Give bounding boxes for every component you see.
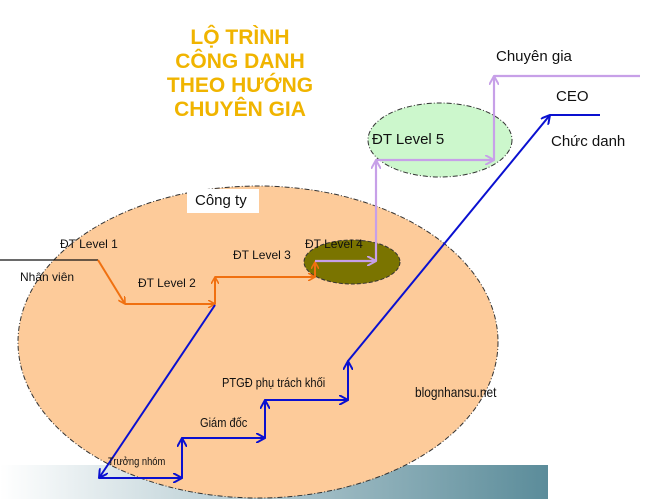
level5-label: ĐT Level 5: [372, 131, 445, 148]
level1-label: ĐT Level 1: [60, 237, 118, 251]
title-line: THEO HƯỚNG: [166, 74, 314, 97]
director-label: Giám đốc: [200, 415, 248, 430]
title-line: CÔNG DANH: [175, 50, 305, 73]
company-ellipse: [17, 185, 499, 499]
level2-label: ĐT Level 2: [138, 276, 196, 290]
watermark-text: blognhansu.net: [415, 384, 497, 400]
title-line: CHUYÊN GIA: [174, 98, 306, 121]
deputy-ceo-label: PTGĐ phụ trách khối: [222, 375, 326, 390]
training-path: [97, 259, 315, 304]
title-line: LỘ TRÌNH: [190, 26, 290, 49]
diagram-title: LỘ TRÌNH CÔNG DANH THEO HƯỚNG CHUYÊN GIA: [150, 26, 330, 122]
management-path: [99, 115, 600, 478]
level3-label: ĐT Level 3: [233, 248, 291, 262]
level4-label: ĐT Level 4: [305, 237, 363, 251]
expert-label: Chuyên gia: [496, 48, 572, 65]
specialist-path: [315, 74, 640, 261]
level5-ellipse: [367, 102, 513, 178]
company-label: Công ty: [195, 192, 247, 209]
position-label: Chức danh: [551, 133, 626, 150]
company-label-box: [187, 189, 259, 213]
team-lead-label: Trưởng nhóm: [108, 456, 166, 468]
staff-label: Nhân viên: [20, 270, 75, 284]
ceo-label: CEO: [556, 88, 589, 105]
